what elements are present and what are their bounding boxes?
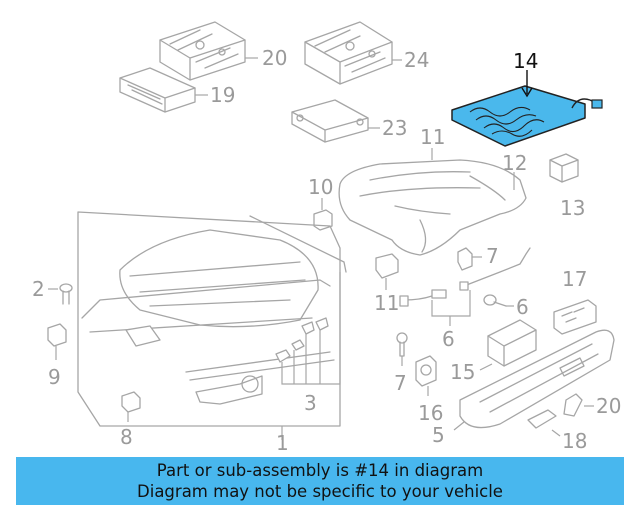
part-4-side-shield — [459, 329, 615, 429]
parts-diagram: 20 19 24 23 14 11 12 — [32, 21, 621, 455]
part-17-actuator — [415, 355, 437, 387]
callout-24: 24 — [404, 48, 429, 72]
part-6-pin-lower — [396, 332, 408, 357]
callout-14: 14 — [513, 49, 538, 73]
leader-4 — [453, 421, 465, 431]
part-15-connector — [549, 153, 579, 183]
part-22-module-bracket — [159, 21, 246, 81]
banner-line-disclaimer: Diagram may not be specific to your vehi… — [137, 482, 503, 501]
disclaimer-banner: Part or sub-assembly is #14 in diagram D… — [16, 457, 624, 505]
part-19-knob — [527, 409, 557, 429]
callout-5: 6 — [442, 327, 455, 351]
callout-12: 11 — [420, 125, 445, 149]
part-18-switch — [553, 299, 597, 335]
part-21-control-module — [119, 67, 196, 113]
callout-6a: 6 — [516, 295, 529, 319]
callout-16: 15 — [450, 360, 475, 384]
leader-16 — [479, 363, 493, 371]
callout-15: 13 — [560, 196, 585, 220]
part-8-clip — [121, 391, 141, 413]
part-16-motor — [487, 319, 537, 367]
part-24-module-bracket — [304, 21, 393, 85]
callout-2: 2 — [32, 277, 45, 301]
callout-20: 20 — [596, 394, 621, 418]
part-14-heater-pad — [451, 85, 603, 147]
callout-8: 8 — [120, 425, 133, 449]
part-23-bracket — [291, 99, 369, 143]
part-1-seat-frame — [77, 211, 347, 427]
callout-21: 19 — [210, 83, 235, 107]
callout-4: 5 — [432, 423, 445, 447]
part-11-bracket — [375, 253, 399, 279]
callout-7: 7 — [486, 244, 499, 268]
callout-1: 1 — [276, 431, 289, 455]
callout-10: 10 — [308, 175, 333, 199]
callout-11: 11 — [374, 291, 399, 315]
part-9-clip — [47, 323, 67, 347]
banner-line-part: Part or sub-assembly is #14 in diagram — [156, 461, 484, 480]
part-6-screw-upper — [483, 294, 507, 307]
part-20-knob — [563, 393, 583, 417]
callout-17: 16 — [418, 401, 443, 425]
callout-22: 20 — [262, 46, 287, 70]
callout-13: 12 — [502, 151, 527, 175]
part-3-clips — [275, 272, 341, 385]
callout-19: 18 — [562, 429, 587, 453]
callout-3: 3 — [304, 391, 317, 415]
part-2-bolt — [59, 283, 73, 305]
callout-9: 9 — [48, 365, 61, 389]
part-10-clip — [313, 209, 333, 231]
leader-19 — [551, 429, 561, 437]
part-5-harness — [399, 247, 531, 317]
part-12-cushion — [338, 159, 527, 256]
callout-18: 17 — [562, 267, 587, 291]
callout-6b: 7 — [394, 371, 407, 395]
callout-23: 23 — [382, 116, 407, 140]
part-7-clip — [457, 247, 473, 271]
